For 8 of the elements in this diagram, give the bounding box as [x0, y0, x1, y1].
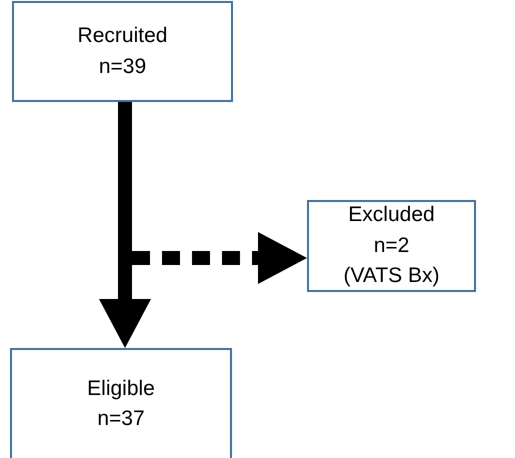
node-label: Recruited n=39 [76, 23, 168, 80]
node-label: Excluded n=2 (VATS Bx) [343, 202, 440, 290]
process-box [307, 200, 476, 292]
node-label: Eligible n=37 [86, 376, 156, 432]
process-box [12, 1, 233, 102]
process-box [10, 348, 232, 458]
arrow [99, 102, 151, 348]
arrow [132, 232, 307, 284]
